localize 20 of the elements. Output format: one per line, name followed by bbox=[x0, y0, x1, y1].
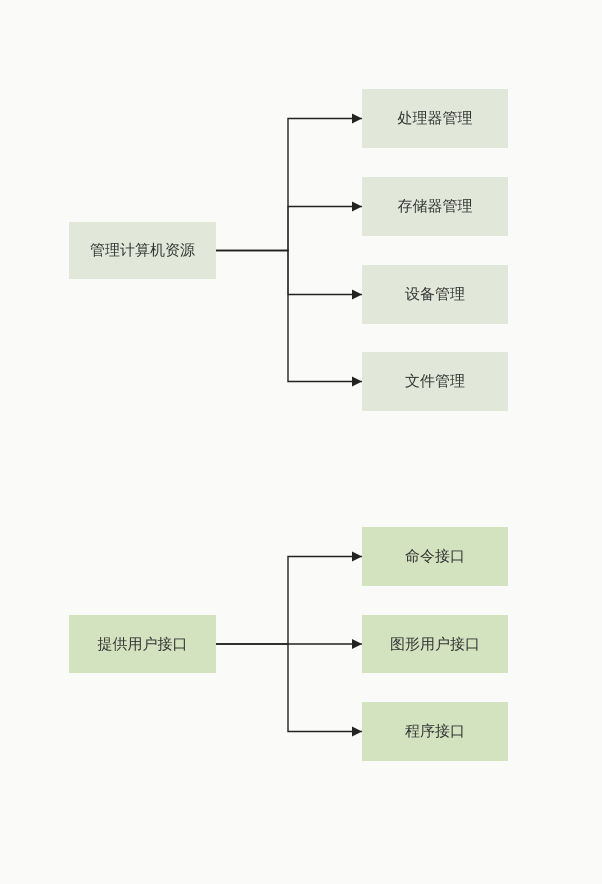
box-label: 处理器管理 bbox=[398, 109, 472, 128]
box-label: 提供用户接口 bbox=[98, 634, 188, 654]
box-label: 程序接口 bbox=[405, 722, 465, 741]
process-box bbox=[362, 527, 508, 586]
process-box bbox=[362, 89, 508, 148]
box-label: 设备管理 bbox=[405, 285, 465, 304]
process-box bbox=[362, 702, 508, 761]
box-label: 管理计算机资源 bbox=[90, 241, 195, 260]
box-label: 命令接口 bbox=[405, 547, 465, 566]
process-box bbox=[362, 615, 508, 673]
process-box bbox=[362, 177, 508, 236]
box-label: 存储器管理 bbox=[398, 197, 472, 216]
arrow bbox=[216, 250, 362, 386]
process-box bbox=[362, 352, 508, 411]
box-label: 文件管理 bbox=[405, 372, 465, 391]
box-label: 图形用户接口 bbox=[390, 634, 480, 654]
process-box bbox=[69, 222, 216, 279]
process-box bbox=[362, 265, 508, 324]
process-box bbox=[69, 615, 216, 673]
arrow bbox=[216, 643, 362, 736]
